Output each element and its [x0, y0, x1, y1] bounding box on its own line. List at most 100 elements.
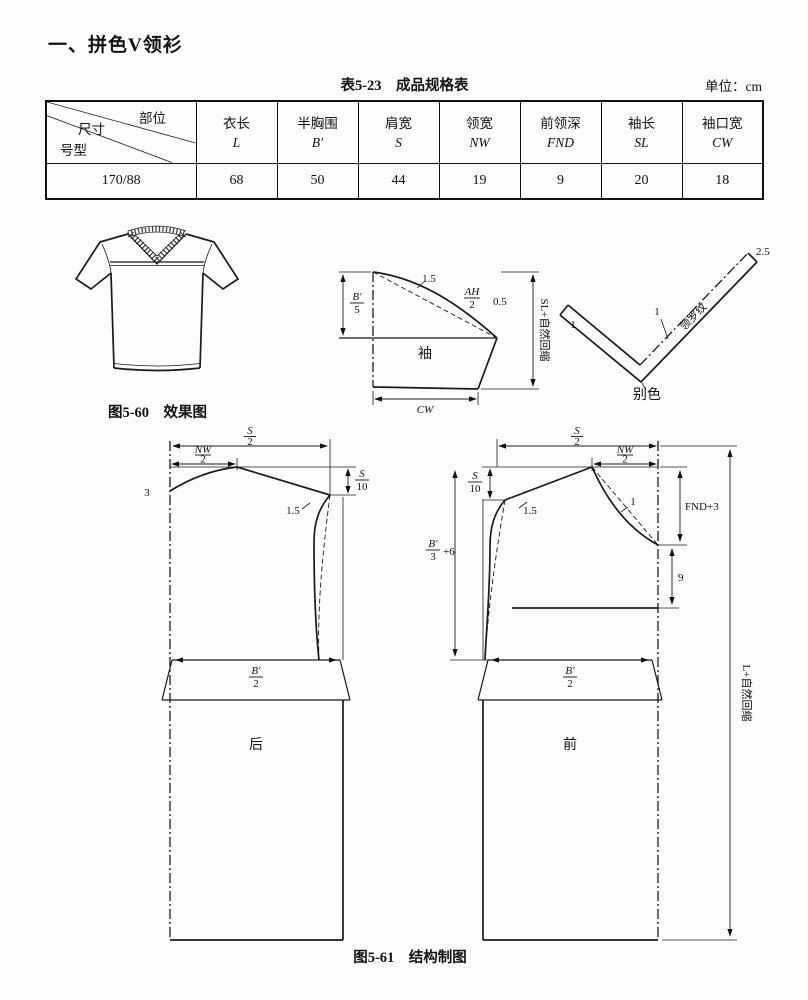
column-header: 前领深 FND: [519, 100, 602, 164]
column-header: 领宽 NW: [438, 100, 521, 164]
sleeve-cap-curve: [372, 271, 498, 339]
back-hem-width-num: B′: [251, 665, 261, 677]
back-shoulder-drop-num: S: [359, 468, 365, 480]
collar-band-figure: 2.5 领罗纹 1 1 别色: [550, 243, 780, 405]
column-header: 衣长 L: [195, 100, 278, 164]
structure-figure: S 2 NW 2 3 S 10 1.5: [130, 425, 795, 963]
tshirt-drawing: [74, 225, 240, 372]
back-shoulder-width-den: 2: [247, 436, 253, 448]
back-piece: S 2 NW 2 3 S 10 1.5: [144, 425, 369, 941]
front-shoulder-drop-den: 10: [470, 483, 482, 495]
front-piece: S 2 NW 2 S 10 1: [426, 425, 719, 941]
front-shoulder-width-num: S: [574, 425, 580, 437]
sleeve-depth-numerator: B′: [352, 291, 362, 303]
front-hem-width-den: 2: [567, 678, 573, 690]
front-side-seam: [484, 499, 506, 661]
spec-value-cell: 20: [600, 162, 683, 200]
front-neck-depth-label: FND+3: [685, 501, 719, 513]
col-name: 肩宽: [385, 115, 412, 131]
front-scye-depth-suffix: +6: [443, 546, 455, 558]
col-symbol: CW: [712, 135, 733, 151]
corner-label-part: 部位: [139, 111, 166, 126]
collar-fold-line: [639, 252, 749, 366]
spec-value-cell: 19: [438, 162, 521, 200]
structure-svg: S 2 NW 2 3 S 10 1.5: [144, 425, 754, 941]
front-armhole-ease-label: 1.5: [523, 505, 537, 517]
col-symbol: SL: [634, 135, 649, 151]
back-hem-width-den: 2: [253, 678, 259, 690]
back-neck-width-num: NW: [194, 444, 212, 456]
front-neck-width-num: NW: [616, 444, 634, 456]
col-symbol: S: [395, 135, 402, 151]
structure-figure-caption: 图5-61 结构制图: [353, 950, 467, 966]
corner-header-cell: 部位 尺寸 号型: [45, 100, 197, 164]
spec-value-cell: 44: [357, 162, 440, 200]
col-symbol: L: [232, 135, 241, 151]
back-piece-label: 后: [249, 737, 263, 753]
sleeve-length-label: SL+自然回缩: [538, 298, 552, 361]
back-armhole-ease-label: 1.5: [286, 505, 300, 517]
col-symbol: FND: [547, 135, 574, 151]
front-neck-curve: [591, 466, 659, 546]
back-neck-rise-label: 3: [144, 487, 150, 499]
contrast-color-label: 别色: [633, 386, 661, 403]
sleeve-draft-svg: B′ 5 1.5 AH 2 0.5 袖 SL+自然回缩 CW: [339, 271, 552, 416]
column-header: 袖长 SL: [600, 100, 683, 164]
sleeve-depth-denominator: 5: [354, 304, 360, 316]
length-dimension: L+自然回缩: [660, 445, 754, 941]
table-caption-row: 表5-23 成品规格表 单位：cm: [45, 74, 764, 96]
collar-width-label: 2.5: [756, 246, 770, 258]
front-scye-depth-num: B′: [428, 538, 438, 550]
garment-length-label: L+自然回缩: [740, 665, 754, 722]
col-name: 衣长: [223, 115, 250, 131]
back-shoulder-seam: [236, 466, 331, 496]
sleeve-piece-label: 袖: [418, 346, 432, 362]
front-neck-width-den: 2: [622, 454, 628, 466]
spec-value-cell: 9: [519, 162, 602, 200]
collar-inner-edge: [559, 261, 758, 384]
col-name: 前领深: [540, 115, 581, 131]
armhole-frac-numerator: AH: [464, 286, 481, 298]
size-type-cell: 170/88: [45, 162, 197, 200]
sleeve-cap-rise-label: 1.5: [422, 273, 436, 285]
cap-offset-label: 0.5: [493, 296, 507, 308]
armhole-frac-denominator: 2: [469, 299, 475, 311]
effect-figure-caption: 图5-60 效果图: [107, 405, 208, 421]
collar-outer-left: [567, 304, 641, 366]
spec-value-cell: 50: [276, 162, 359, 200]
front-shoulder-seam: [504, 466, 593, 501]
front-shoulder-drop-num: S: [472, 470, 478, 482]
spec-value-cell: 18: [681, 162, 764, 200]
back-neck-curve: [169, 466, 238, 492]
column-header: 半胸围 B′: [276, 100, 359, 164]
section-title: 一、拼色V领衫: [48, 35, 183, 56]
front-scye-depth-den: 3: [430, 551, 436, 563]
back-neck-width-den: 2: [200, 454, 206, 466]
front-shoulder-width-den: 2: [574, 436, 580, 448]
v-band-rib-left: [128, 231, 160, 263]
back-side-seam: [313, 494, 331, 661]
col-name: 袖口宽: [702, 115, 743, 131]
cuff-line: [372, 386, 479, 390]
spec-value-cell: 68: [195, 162, 278, 200]
cuff-width-label: CW: [417, 404, 434, 416]
col-name: 袖长: [628, 115, 655, 131]
v-band-rib-right: [154, 231, 186, 263]
effect-figure: [50, 218, 265, 408]
front-hem-width-num: B′: [565, 665, 575, 677]
collar-end-width-label: 1: [570, 319, 576, 331]
corner-label-type: 号型: [60, 143, 87, 158]
column-header: 肩宽 S: [357, 100, 440, 164]
collar-band-svg: 2.5 领罗纹 1 1 别色: [559, 246, 770, 403]
back-shoulder-drop-den: 10: [357, 481, 369, 493]
col-symbol: B′: [311, 135, 324, 151]
back-shoulder-width-num: S: [247, 425, 253, 437]
corner-label-size: 尺寸: [78, 122, 105, 137]
col-name: 领宽: [466, 115, 493, 131]
col-name: 半胸围: [297, 115, 338, 131]
sleeve-draft-figure: B′ 5 1.5 AH 2 0.5 袖 SL+自然回缩 CW: [325, 258, 557, 416]
rib-width-label: 1: [654, 306, 660, 318]
front-piece-label: 前: [563, 736, 577, 753]
front-neck-offset-label: 1: [630, 496, 636, 508]
